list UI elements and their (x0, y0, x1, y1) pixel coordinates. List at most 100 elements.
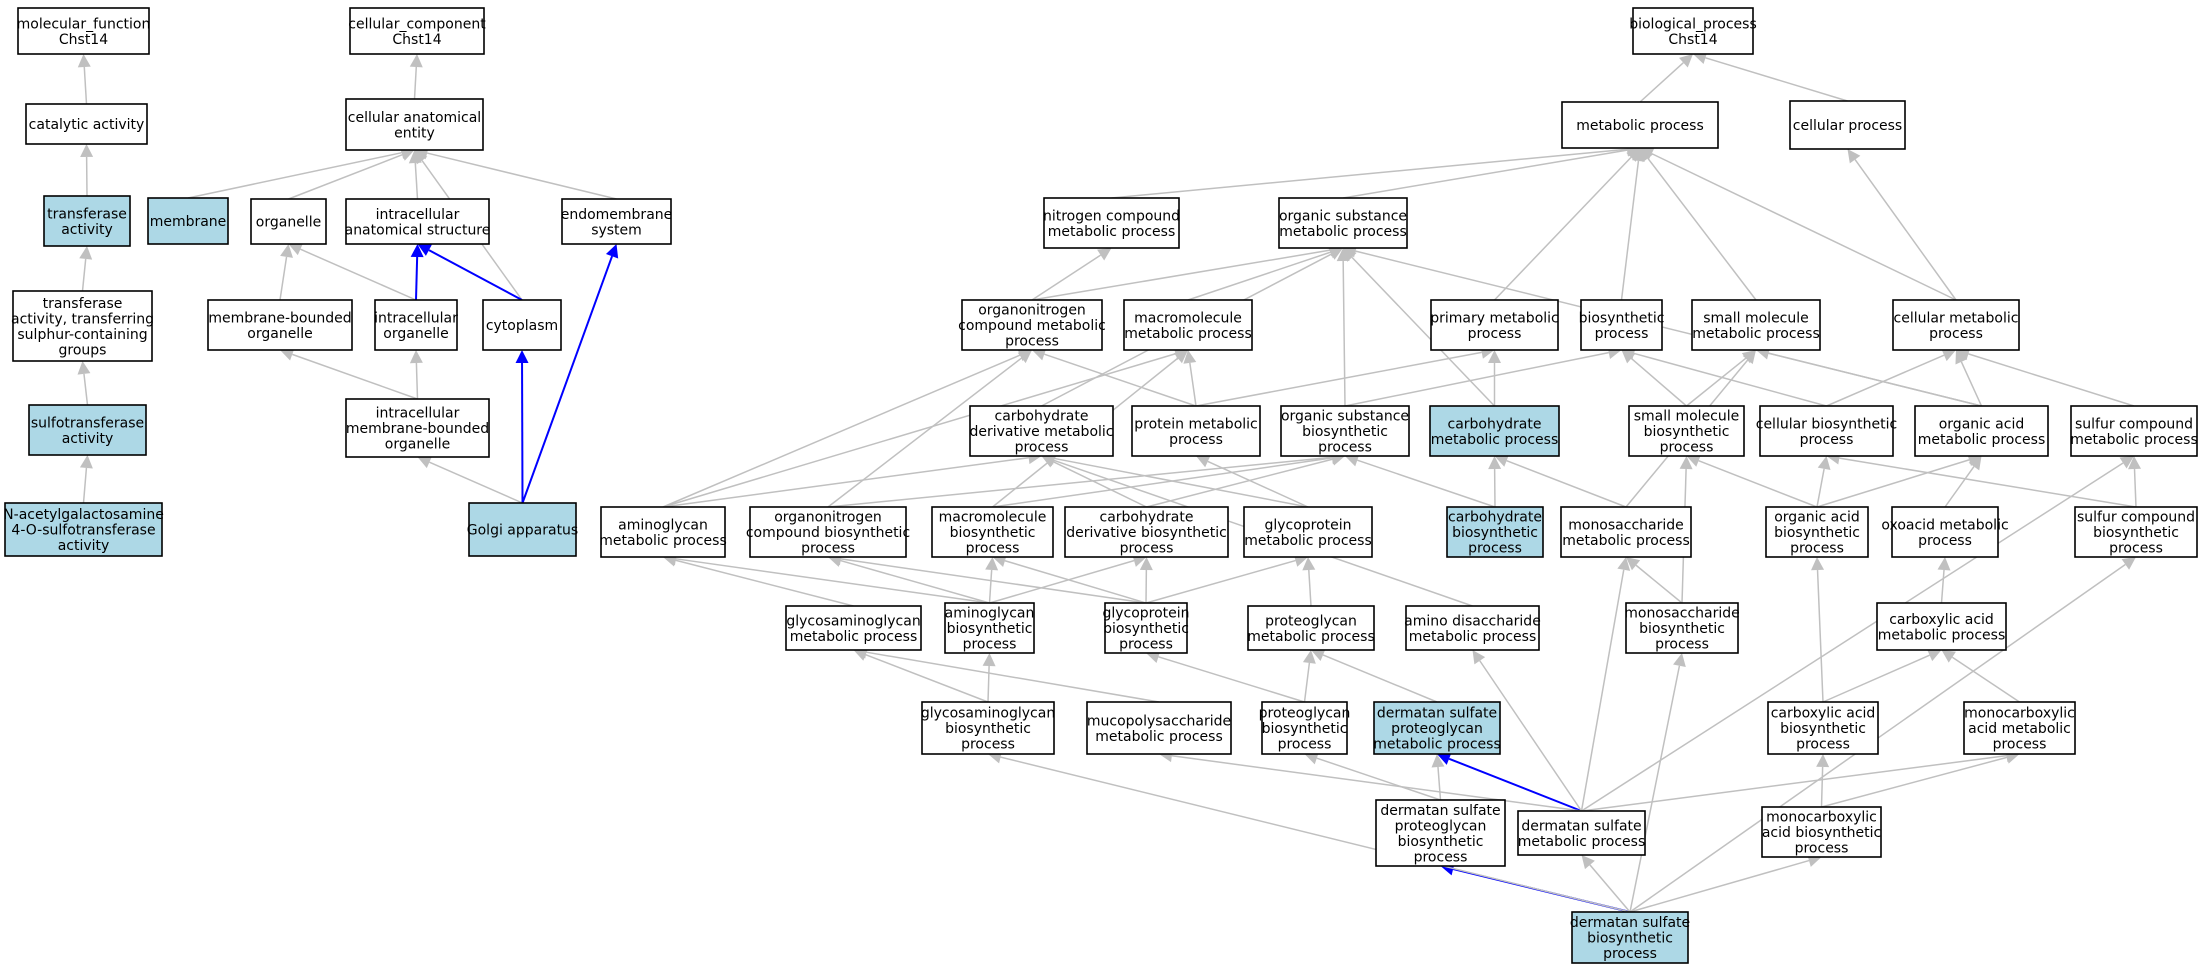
arrowhead-dsmp-to-msmp (1617, 557, 1631, 571)
node-box-gpmp (1243, 506, 1373, 558)
node-box-carbmp (1429, 405, 1560, 457)
node-label-line: intracellular (376, 406, 460, 422)
edge-ias-to-cae (414, 162, 419, 200)
node-label-line: protein metabolic (1134, 416, 1257, 432)
node-box-ncmp (1043, 197, 1180, 249)
node-label-line: aminoglycan (945, 606, 1035, 622)
node-box-osbp (1280, 405, 1410, 457)
node-organelle[interactable]: organelle (250, 198, 327, 245)
arrowhead-sulfo-to-transf_s (77, 361, 91, 375)
arrowhead-io-to-ias (410, 244, 424, 258)
node-box-oxmp (1891, 506, 1999, 558)
node-box-organelle (250, 198, 327, 245)
node-label-line: metabolic process (1518, 834, 1646, 850)
node-label-line: 4-O-sulfotransferase (11, 523, 155, 539)
node-label-line: organelle (383, 326, 448, 342)
arrowhead-carbbp-to-carbmp (1488, 456, 1502, 470)
arrowhead-oabp-to-cbp (1817, 456, 1831, 470)
node-label-line: acid biosynthetic (1762, 825, 1881, 841)
node-membrane[interactable]: membrane (147, 197, 229, 245)
node-cat[interactable]: catalytic activity (25, 103, 148, 145)
arrowhead-mcamp-to-camp (1941, 650, 1956, 663)
node-box-sulfo (28, 404, 147, 456)
node-box-imbo (345, 398, 490, 458)
node-label-line: process (1119, 637, 1173, 653)
node-label-line: dermatan sulfate (1377, 706, 1497, 722)
node-label-line: amino disaccharide (1404, 613, 1541, 629)
node-label-line: catalytic activity (29, 117, 145, 133)
node-dspgbp[interactable]: dermatan sulfateproteoglycanbiosynthetic… (1375, 799, 1506, 867)
arrowhead-dsmp-to-dspgmp (1437, 752, 1452, 765)
edge-amgbp-to-macbp (988, 569, 993, 604)
arrowhead-dsbp-to-dsmp (1581, 855, 1595, 870)
node-label-line: carbohydrate (1448, 510, 1542, 526)
node-box-gpbp (1104, 602, 1188, 654)
arrowhead-organelle-to-cae (400, 148, 415, 161)
node-label-line: metabolic process (1562, 533, 1690, 549)
node-golgi[interactable]: Golgi apparatus (467, 502, 578, 557)
node-label-line: carboxylic acid (1889, 612, 1994, 628)
node-mp[interactable]: metabolic process (1561, 101, 1719, 149)
edge-gpbp-to-gpmp (1145, 559, 1296, 604)
node-nacetyl[interactable]: N-acetylgalactosamine4-O-sulfotransferas… (3, 502, 164, 557)
arrowhead-protmp-to-macmp (1183, 350, 1197, 364)
node-cp[interactable]: cellular process (1789, 100, 1906, 150)
edge-pgbp-to-gpbp (1158, 656, 1305, 703)
node-cyto[interactable]: cytoplasm (482, 299, 562, 351)
